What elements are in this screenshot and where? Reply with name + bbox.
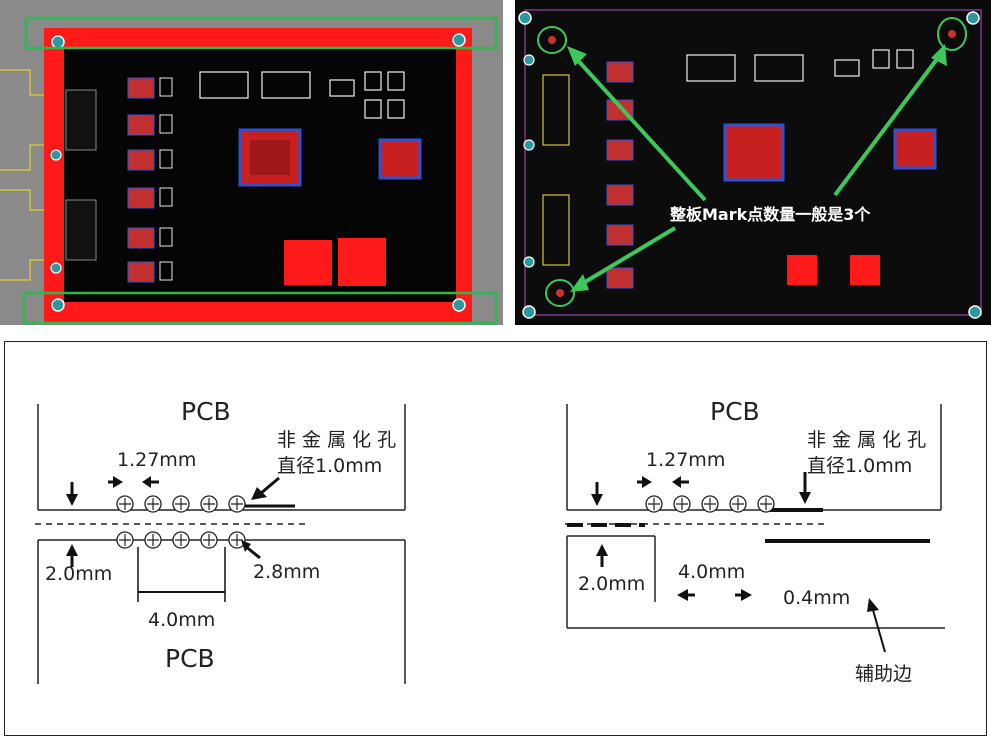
mark-dots [548,30,956,297]
left-outline [35,404,406,684]
pcb-left-drawing [0,16,498,325]
power-blocks [787,255,880,285]
bga-secondary [378,138,422,180]
hole-type-label-left: 非 金 属 化 孔 [277,429,396,451]
hole-diameter-label-left: 直径1.0mm [277,455,382,477]
hole-diameter-label-right: 直径1.0mm [807,455,912,477]
corner-holes [518,11,982,319]
power-blocks [284,238,386,286]
mark-points [537,17,967,307]
highlight-boxes [22,16,498,325]
ic-row-top [686,49,914,82]
dimension-arrows-left [66,476,295,602]
bga-secondary [893,128,937,170]
right-outline [565,404,945,629]
hole-crosses-right [648,498,772,510]
edge-distance-label-left: 2.0mm [45,563,112,585]
left-connectors [0,69,49,281]
rail-lines-right [567,508,930,543]
rail-label-right: 辅助边 [855,663,912,685]
hole-crosses-left [119,498,243,546]
bga-core [250,140,290,175]
components [606,61,634,289]
dimension-arrows-right [591,472,886,653]
db-connectors [65,89,97,261]
mark-annotation: 整板Mark点数量一般是3个 [669,205,871,224]
components-left-column [127,77,155,283]
gap-label-right: 0.4mm [783,587,850,609]
pitch-label-right: 1.27mm [646,449,725,471]
span-label-right: 4.0mm [678,561,745,583]
mounting-holes [50,33,466,312]
pcb-top-label-left: PCB [181,397,231,426]
bga-main [723,123,785,182]
pcb-right-drawing: 整板Mark点数量一般是3个 [518,9,982,319]
ic-row-top [199,71,405,119]
pcb-layout-image-right: 整板Mark点数量一般是3个 [515,0,991,325]
annotation-arrows [567,44,947,292]
span-label-left: 4.0mm [148,609,215,631]
pcb-layout-image-left [0,0,503,325]
pcb-bottom-label-left: PCB [165,644,215,673]
hole-offset-label-left: 2.8mm [253,561,320,583]
pitch-label-left: 1.27mm [117,449,196,471]
hole-type-label-right: 非 金 属 化 孔 [807,429,926,451]
components-second-column [159,77,173,281]
pcb-top-label-right: PCB [710,397,760,426]
db-connectors [542,74,570,266]
diagram-svg: PCB PCB 非 金 属 化 孔 直径1.0mm 1.27mm 2.0mm 2… [35,397,945,685]
stamp-hole-diagram: PCB PCB 非 金 属 化 孔 直径1.0mm 1.27mm 2.0mm 2… [4,341,987,736]
edge-distance-label-right: 2.0mm [578,573,645,595]
